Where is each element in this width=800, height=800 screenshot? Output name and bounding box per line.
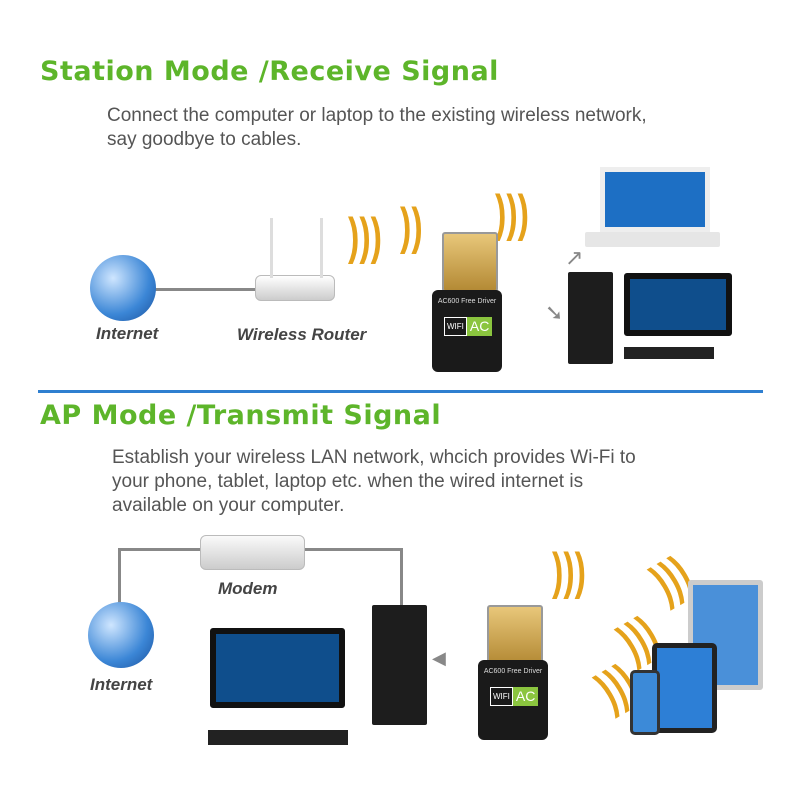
modem-label: Modem xyxy=(218,579,278,598)
desc-line: Connect the computer or laptop to the ex… xyxy=(107,105,647,126)
station-mode-title: Station Mode /Receive Signal xyxy=(40,56,499,87)
signal-icon: ))) xyxy=(552,543,586,601)
signal-icon: )) xyxy=(400,198,423,256)
arrow-icon: ◀ xyxy=(432,648,446,668)
monitor-icon xyxy=(210,628,345,708)
arrow-icon: ↗ xyxy=(565,245,584,270)
station-mode-description: Connect the computer or laptop to the ex… xyxy=(107,104,647,152)
internet-label: Internet xyxy=(96,324,159,343)
dongle-model: AC600 Free Driver xyxy=(437,298,497,305)
phone-icon xyxy=(630,670,660,735)
wifi-badge: WIFI xyxy=(444,317,467,336)
desc-line: your phone, tablet, laptop etc. when the… xyxy=(112,471,584,492)
router-label: Wireless Router xyxy=(237,325,367,344)
monitor-icon xyxy=(624,273,732,336)
laptop-icon xyxy=(600,167,710,232)
laptop-base xyxy=(585,232,720,247)
globe-icon xyxy=(90,255,156,321)
cable xyxy=(118,548,121,603)
pc-tower-icon xyxy=(568,272,613,364)
divider xyxy=(38,390,763,393)
usb-plug xyxy=(442,232,498,292)
wifi-badge: WIFI xyxy=(490,687,513,706)
desc-line: Establish your wireless LAN network, whc… xyxy=(112,447,636,468)
signal-icon: ))) xyxy=(495,185,529,243)
router-antenna xyxy=(320,218,323,278)
router-antenna xyxy=(270,218,273,278)
pc-tower-icon xyxy=(372,605,427,725)
keyboard-icon xyxy=(624,347,714,359)
router-icon xyxy=(255,275,335,301)
modem-icon xyxy=(200,535,305,570)
arrow-icon: ➘ xyxy=(545,300,564,325)
wifi-dongle: AC600 Free Driver WIFI AC xyxy=(478,660,548,740)
ac-badge: AC xyxy=(512,687,539,706)
wifi-ac-badge: WIFI AC xyxy=(444,317,502,336)
dongle-model: AC600 Free Driver xyxy=(483,668,543,675)
ap-mode-title: AP Mode /Transmit Signal xyxy=(40,400,442,431)
desc-line: say goodbye to cables. xyxy=(107,129,302,150)
ac-badge: AC xyxy=(466,317,493,336)
wifi-dongle: AC600 Free Driver WIFI AC xyxy=(432,290,502,372)
tablet-icon xyxy=(652,643,717,733)
desc-line: available on your computer. xyxy=(112,495,345,516)
cable xyxy=(150,288,260,291)
wifi-ac-badge: WIFI AC xyxy=(490,687,548,706)
internet-label: Internet xyxy=(90,675,153,694)
usb-plug xyxy=(487,605,543,665)
ap-mode-description: Establish your wireless LAN network, whc… xyxy=(112,446,636,518)
signal-icon: ))) xyxy=(348,208,382,266)
globe-icon xyxy=(88,602,154,668)
keyboard-icon xyxy=(208,730,348,745)
